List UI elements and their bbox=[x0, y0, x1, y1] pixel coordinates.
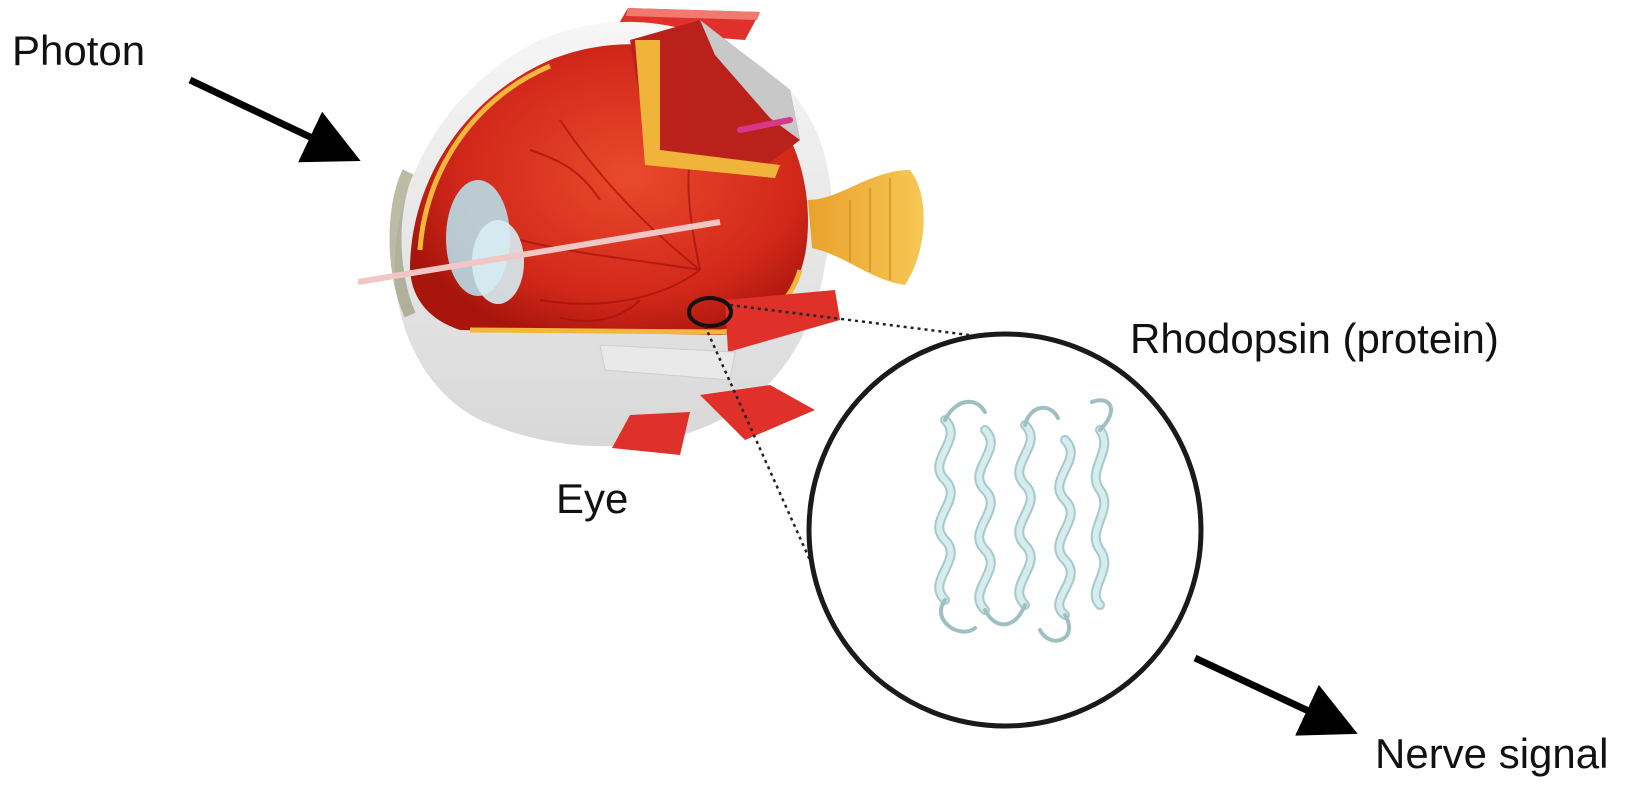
nerve-signal-arrow-icon bbox=[1195, 658, 1345, 728]
rhodopsin-label: Rhodopsin (protein) bbox=[1130, 318, 1499, 360]
photon-label: Photon bbox=[12, 30, 145, 72]
zoom-circle bbox=[809, 334, 1201, 726]
photon-arrow-icon bbox=[190, 80, 348, 155]
nerve-signal-label: Nerve signal bbox=[1375, 733, 1608, 775]
eye-cross-section-icon bbox=[358, 8, 924, 455]
eye-label: Eye bbox=[556, 478, 628, 520]
